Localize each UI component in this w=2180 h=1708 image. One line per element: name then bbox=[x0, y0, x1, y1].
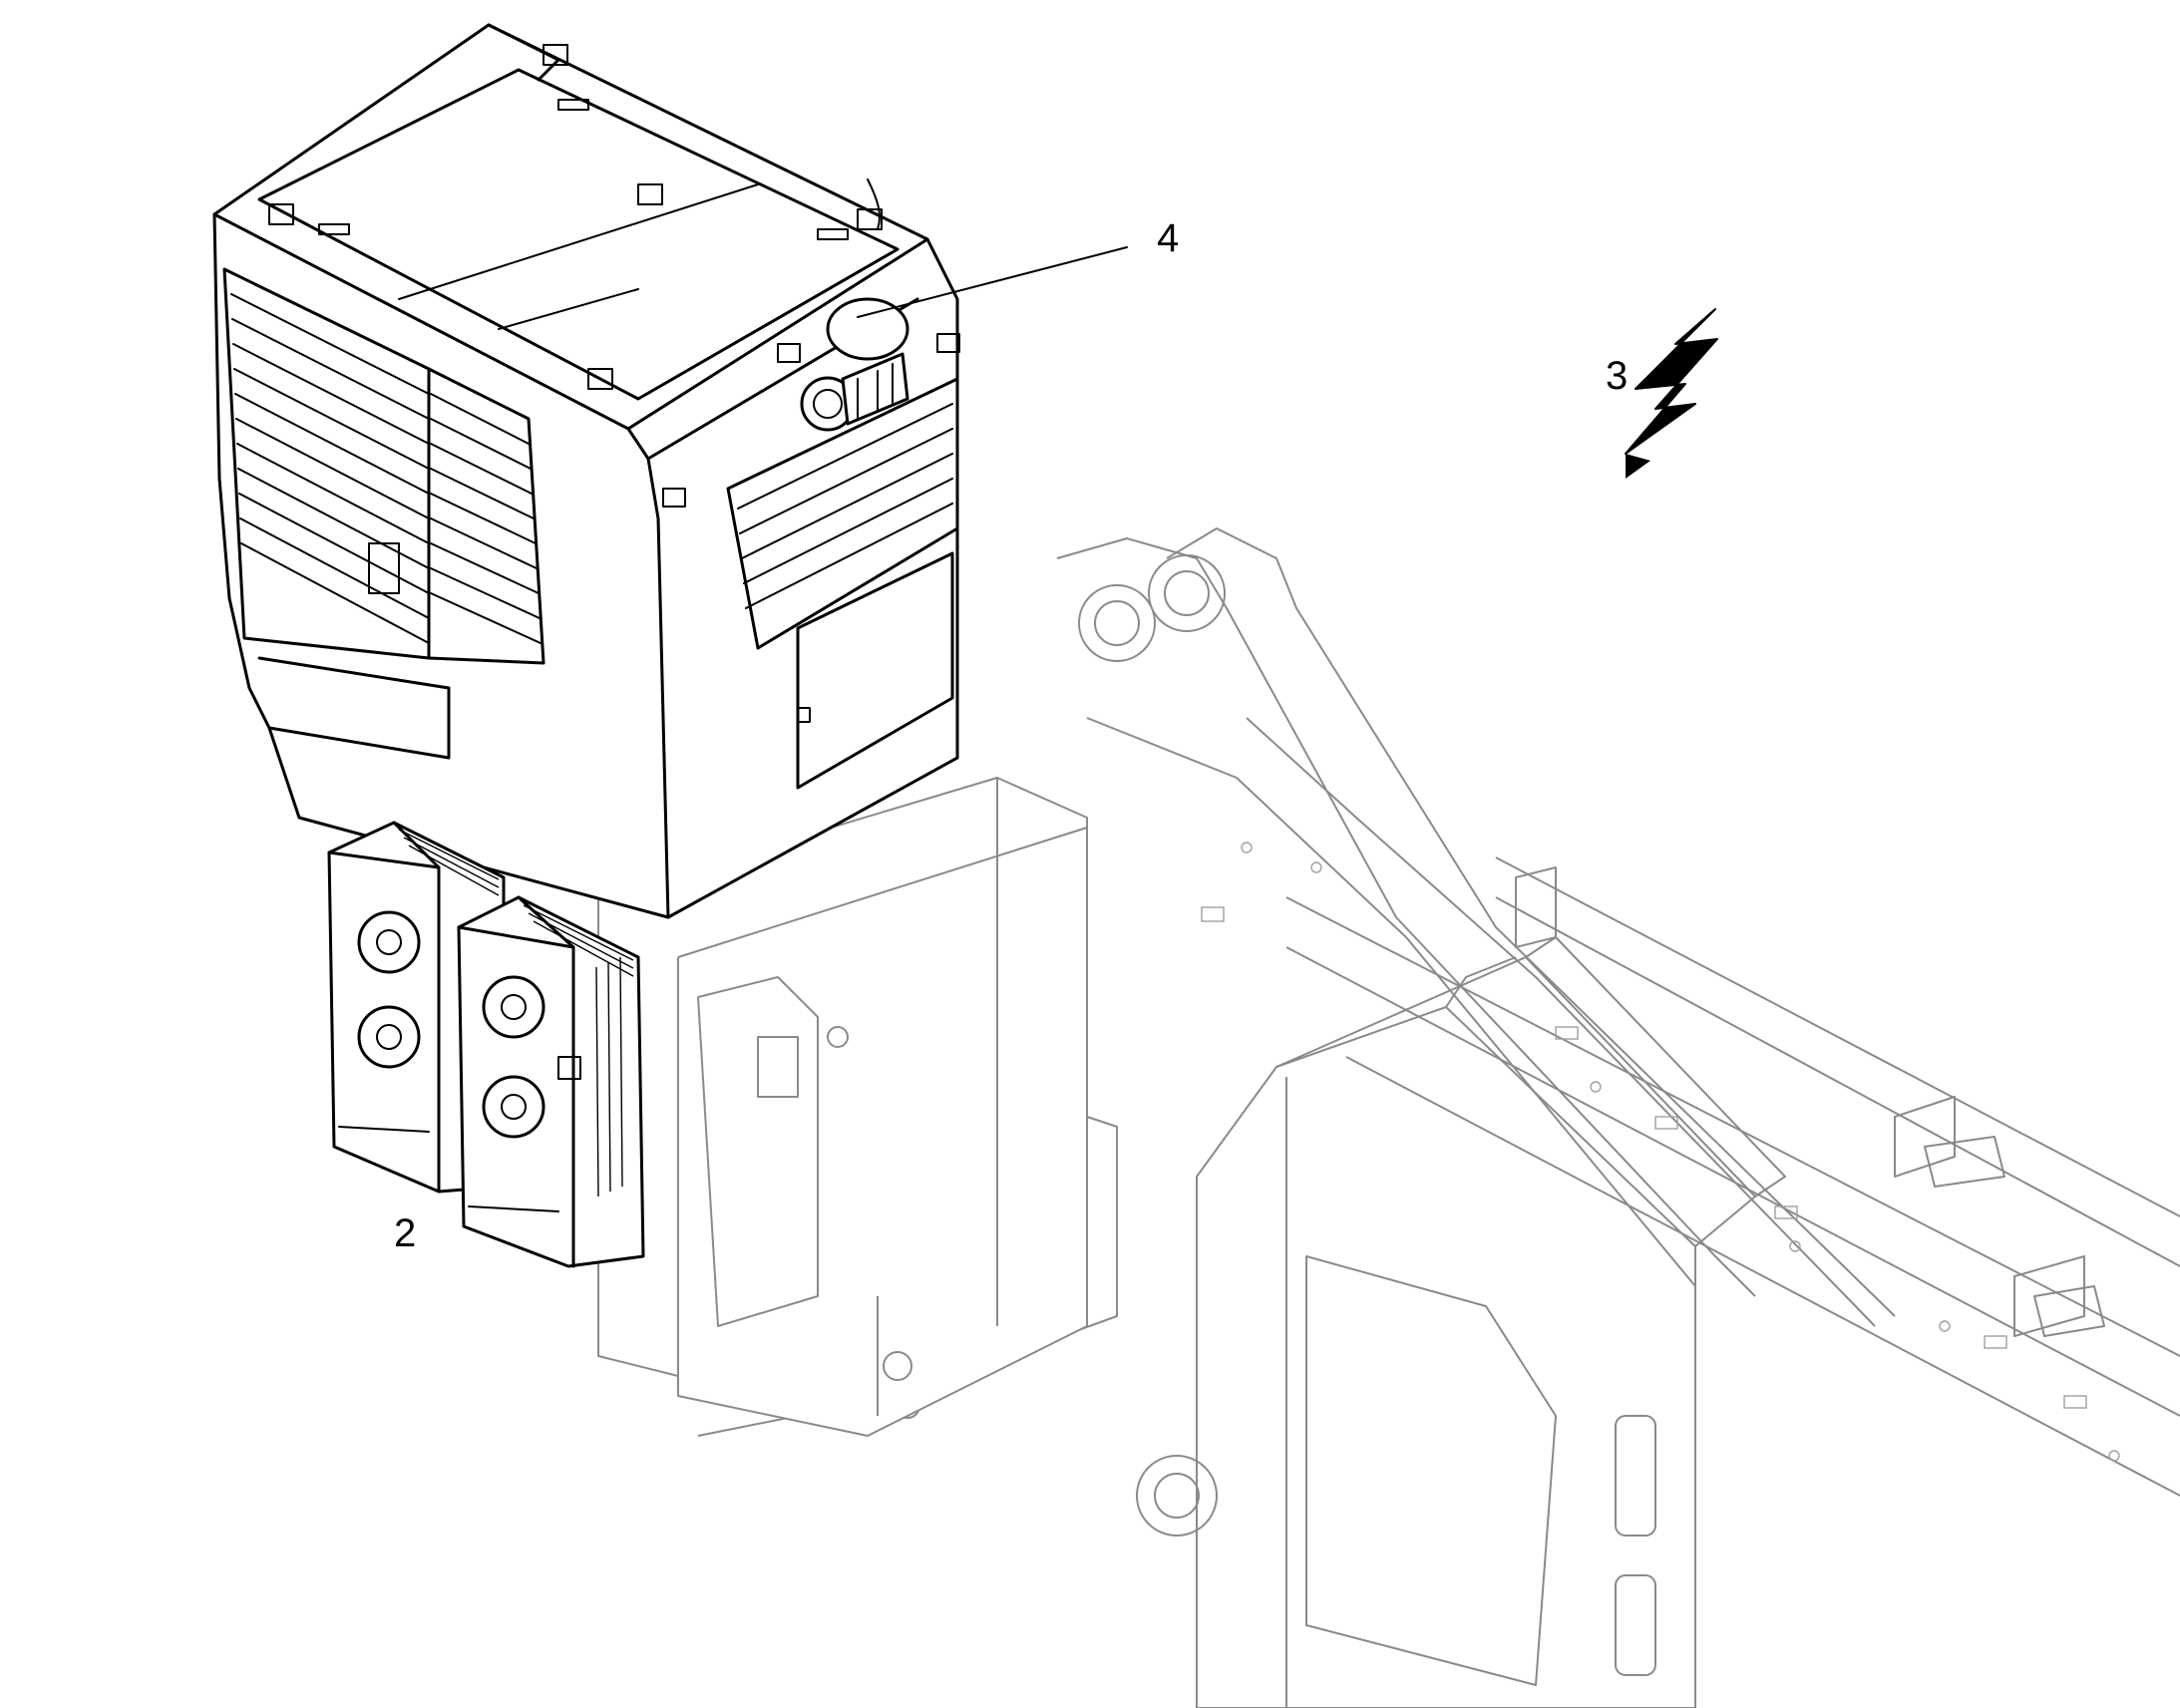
lightning-bolt-icon bbox=[1625, 308, 1718, 479]
callout-leader-4 bbox=[857, 246, 1128, 318]
callout-label-3: 3 bbox=[1606, 354, 1628, 398]
callout-label-2: 2 bbox=[394, 1211, 416, 1255]
operator-cab bbox=[212, 23, 960, 919]
cab-support-housing bbox=[597, 777, 1088, 1437]
warning-beacon bbox=[800, 297, 909, 432]
machine-frame bbox=[697, 527, 2180, 1708]
callout-label-4: 4 bbox=[1157, 216, 1179, 260]
control-cabinets bbox=[327, 821, 645, 1268]
